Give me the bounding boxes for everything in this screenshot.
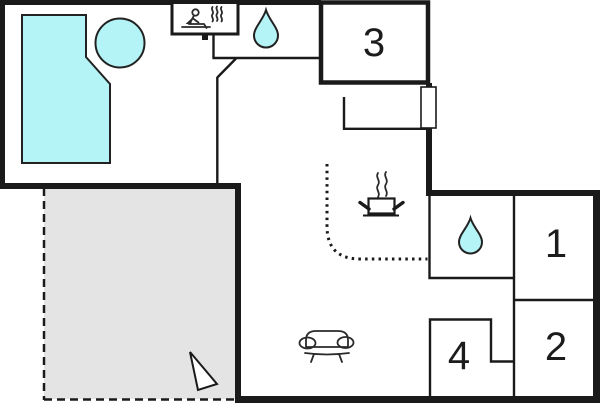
interior-walls xyxy=(212,34,594,396)
sauna-icon xyxy=(170,1,240,36)
water-drop-icon-top xyxy=(252,6,280,49)
swimming-pool xyxy=(21,14,111,164)
window xyxy=(420,86,437,129)
terrace xyxy=(42,188,238,401)
hot-tub xyxy=(94,17,146,69)
room-2-label: 2 xyxy=(544,325,568,369)
room-4-label: 4 xyxy=(447,334,471,378)
dotted-kitchen-boundary xyxy=(325,164,428,261)
room-1-label: 1 xyxy=(544,222,568,266)
north-arrow-icon xyxy=(189,351,219,392)
water-drop-icon-bathroom xyxy=(457,214,484,255)
cooking-pot-icon xyxy=(358,171,405,217)
sofa-icon xyxy=(298,330,355,363)
room-3-walls xyxy=(318,0,431,85)
room-3-label: 3 xyxy=(362,21,386,65)
